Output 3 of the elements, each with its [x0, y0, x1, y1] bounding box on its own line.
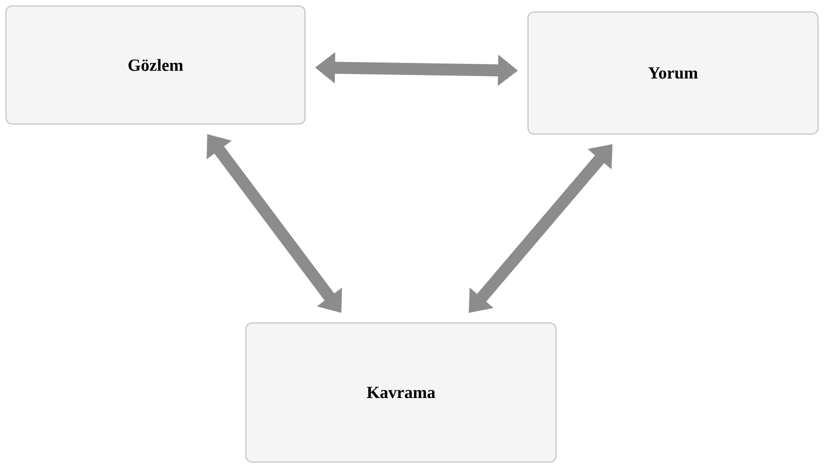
process-box: Kavrama	[246, 322, 556, 462]
process-box: Gözlem	[6, 6, 306, 124]
process-box: Yorum	[528, 12, 818, 134]
